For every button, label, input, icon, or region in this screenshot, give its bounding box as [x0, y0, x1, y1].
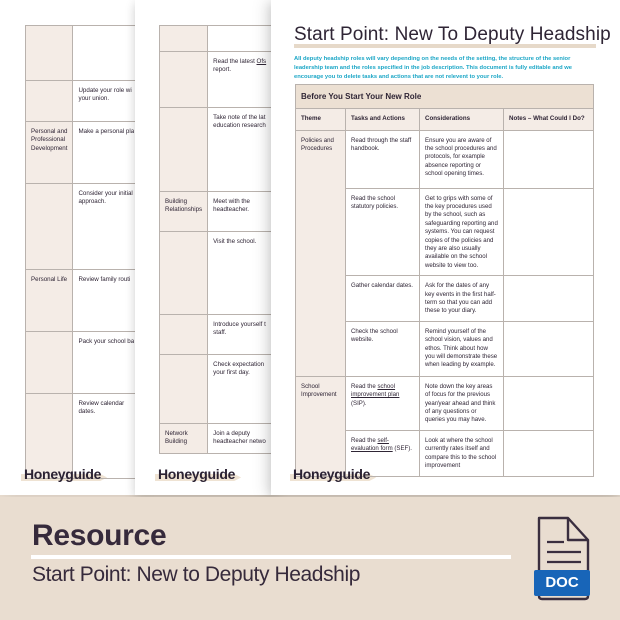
honeyguide-logo: Honeyguide — [24, 466, 102, 482]
theme-cell — [158, 51, 209, 108]
theme-cell — [158, 231, 209, 315]
theme-cell — [24, 80, 74, 122]
task-cell: Pack your school ba — [72, 331, 137, 394]
resource-label: Resource — [32, 519, 167, 552]
document-title: Start Point: New To Deputy Headship — [294, 24, 611, 45]
consideration-cell: Note down the key areas of focus for the… — [419, 375, 504, 431]
consideration-cell: Get to grips with some of the key proced… — [419, 187, 504, 277]
honeyguide-logo: Honeyguide — [158, 466, 236, 482]
table-row: Check the school website. Remind yoursel… — [296, 320, 594, 377]
task-cell: Read the school improvement plan (SIP). — [345, 375, 420, 431]
task-cell: Make a personal pla — [72, 121, 137, 184]
notes-cell[interactable] — [503, 129, 594, 189]
task-cell: Read the self-evaluation form (SEF). — [345, 429, 420, 477]
theme-cell — [24, 25, 74, 81]
theme-cell: Policies and Procedures — [295, 129, 346, 377]
task-cell — [207, 25, 273, 52]
theme-cell — [158, 314, 209, 355]
theme-cell: Personal Life — [24, 269, 74, 332]
consideration-cell: Remind yourself of the school vision, va… — [419, 320, 504, 377]
task-cell: Read the school statutory policies. — [345, 187, 420, 277]
column-header-considerations: Considerations — [419, 108, 504, 131]
planning-table: Before You Start Your New Role Theme Tas… — [295, 83, 594, 477]
theme-cell: School Improvement — [295, 375, 346, 477]
sip-link[interactable]: school improvement plan — [351, 382, 400, 399]
footer-divider — [31, 555, 511, 559]
column-header-theme: Theme — [295, 108, 346, 131]
notes-cell[interactable] — [503, 187, 594, 277]
task-cell: Visit the school. — [207, 231, 273, 315]
theme-cell — [158, 354, 209, 424]
resource-footer: Resource Start Point: New to Deputy Head… — [0, 497, 620, 620]
consideration-cell: Look at where the school currently rates… — [419, 429, 504, 477]
column-header-notes: Notes – What Could I Do? — [503, 108, 594, 131]
table-row: School Improvement Read the school impro… — [295, 375, 594, 477]
document-page-front: Start Point: New To Deputy Headship All … — [271, 0, 620, 495]
notes-cell[interactable] — [503, 320, 594, 377]
theme-cell — [158, 25, 209, 52]
theme-cell — [24, 393, 74, 479]
section-header: Before You Start Your New Role — [295, 83, 594, 110]
consideration-cell: Ensure you are aware of the school proce… — [419, 129, 504, 189]
consideration-cell: Ask for the dates of any key events in t… — [419, 275, 504, 322]
theme-cell — [158, 107, 209, 192]
intro-text: All deputy headship roles will vary depe… — [294, 56, 572, 80]
title-underline — [294, 44, 596, 48]
task-cell: Check the school website. — [345, 320, 420, 377]
file-outline-icon — [537, 516, 590, 601]
theme-cell — [24, 331, 74, 394]
file-type-badge: DOC — [534, 570, 590, 596]
honeyguide-logo: Honeyguide — [293, 466, 371, 482]
column-header-tasks: Tasks and Actions — [345, 108, 420, 131]
theme-cell — [24, 183, 74, 270]
sef-link[interactable]: self-evaluation form — [351, 436, 393, 453]
document-icon: DOC — [534, 512, 594, 602]
task-cell: Review family routi — [72, 269, 137, 332]
table-row: Read the school statutory policies. Get … — [296, 187, 594, 277]
resource-title: Start Point: New to Deputy Headship — [32, 563, 361, 586]
notes-cell[interactable] — [503, 429, 594, 477]
table-row: Policies and Procedures Read through the… — [295, 129, 594, 377]
task-cell — [72, 25, 137, 81]
table-row: Gather calendar dates. Ask for the dates… — [296, 275, 594, 322]
notes-cell[interactable] — [503, 375, 594, 431]
table-row: Read the self-evaluation form (SEF). Loo… — [296, 429, 594, 477]
task-cell: Gather calendar dates. — [345, 275, 420, 322]
notes-cell[interactable] — [503, 275, 594, 322]
task-cell: Read through the staff handbook. — [345, 129, 420, 189]
